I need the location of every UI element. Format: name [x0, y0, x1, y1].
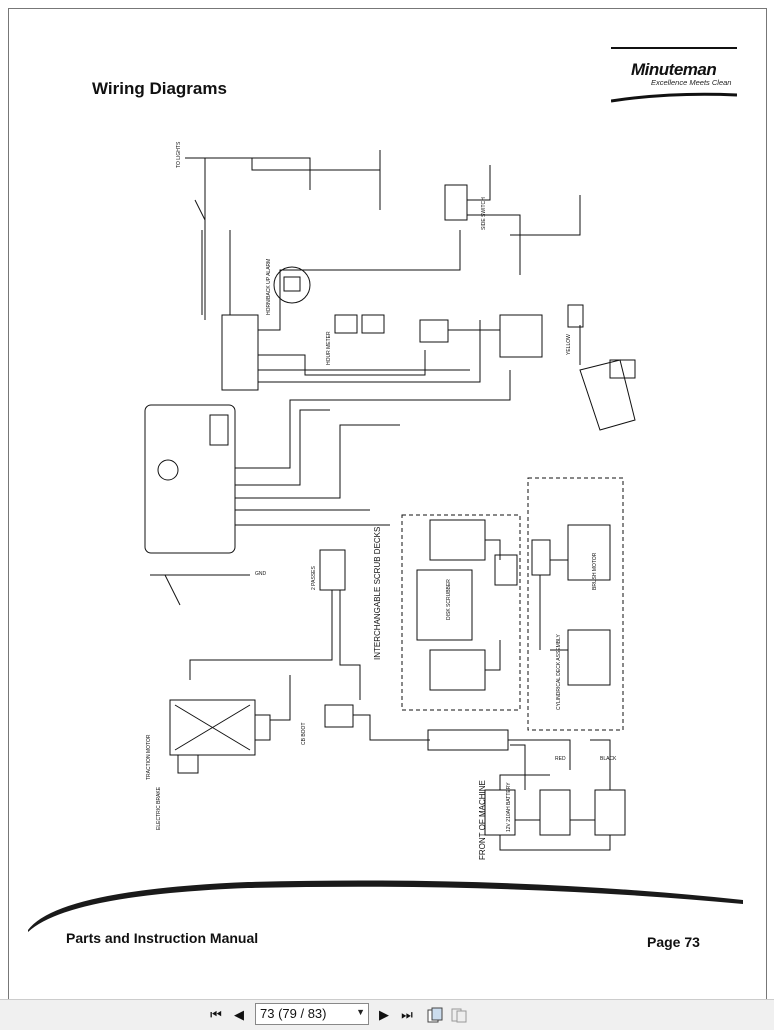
- two-page-view-glyph: [451, 1008, 467, 1023]
- label-brush-motor: BRUSH MOTOR: [592, 552, 598, 590]
- two-page-view-icon[interactable]: [450, 1006, 468, 1024]
- label-yellow: YELLOW: [566, 334, 572, 355]
- chevron-down-icon: ▼: [356, 1007, 365, 1017]
- single-page-view-glyph: [427, 1007, 443, 1023]
- label-side-switch: SIDE SWITCH: [481, 197, 487, 230]
- brand-logo: Minuteman Excellence Meets Clean: [610, 46, 738, 104]
- next-page-icon[interactable]: ▶: [379, 1007, 389, 1023]
- wiring-diagram: INTERCHANGABLE SCRUB DECKS FRONT OF MACH…: [144, 141, 636, 860]
- label-traction-motor: TRACTION MOTOR: [146, 734, 152, 780]
- label-black: BLACK: [600, 756, 617, 762]
- label-cb-boot: CB BOOT: [301, 722, 307, 745]
- label-2-passes: 2 PASSES: [311, 566, 317, 590]
- label-disk-scrubber: DISK SCRUBBER: [446, 579, 452, 620]
- footer-page-number: Page 73: [647, 934, 700, 950]
- label-red: RED: [555, 756, 566, 762]
- page-title: Wiring Diagrams: [92, 79, 227, 98]
- footer-manual-title: Parts and Instruction Manual: [66, 930, 259, 946]
- page-selector[interactable]: 73 (79 / 83) ▼: [255, 1003, 369, 1025]
- label-front-of-machine: FRONT OF MACHINE: [478, 780, 487, 860]
- label-hour-meter: HOUR METER: [326, 331, 332, 365]
- page-indicator: 73 (79 / 83): [260, 1006, 327, 1021]
- label-gnd: GND: [255, 571, 267, 577]
- label-to-lights: TO LIGHTS: [176, 141, 182, 168]
- brand-name: Minuteman: [631, 60, 717, 79]
- previous-page-icon[interactable]: ◀: [234, 1007, 244, 1023]
- label-interchangeable-decks: INTERCHANGABLE SCRUB DECKS: [373, 527, 382, 660]
- label-electric-brake: ELECTRIC BRAKE: [156, 786, 162, 830]
- label-cylindrical-deck: CYLINDRICAL DECK ASSEMBLY: [556, 633, 562, 710]
- brand-logo-lines: [610, 47, 738, 103]
- label-battery: 12V 210AH BATTERY: [506, 782, 512, 832]
- brand-tagline: Excellence Meets Clean: [651, 78, 732, 87]
- first-page-icon[interactable]: ⏮: [210, 1007, 222, 1023]
- single-page-view-icon[interactable]: [426, 1006, 444, 1024]
- document-page: Wiring Diagrams Minuteman Excellence Mee…: [8, 8, 767, 1001]
- viewer-toolbar: ⏮ ◀ 73 (79 / 83) ▼ ▶ ⏭: [0, 999, 774, 1030]
- label-horn-alarm: HORN/BACK UP ALARM: [266, 259, 272, 315]
- last-page-icon[interactable]: ⏭: [401, 1007, 413, 1023]
